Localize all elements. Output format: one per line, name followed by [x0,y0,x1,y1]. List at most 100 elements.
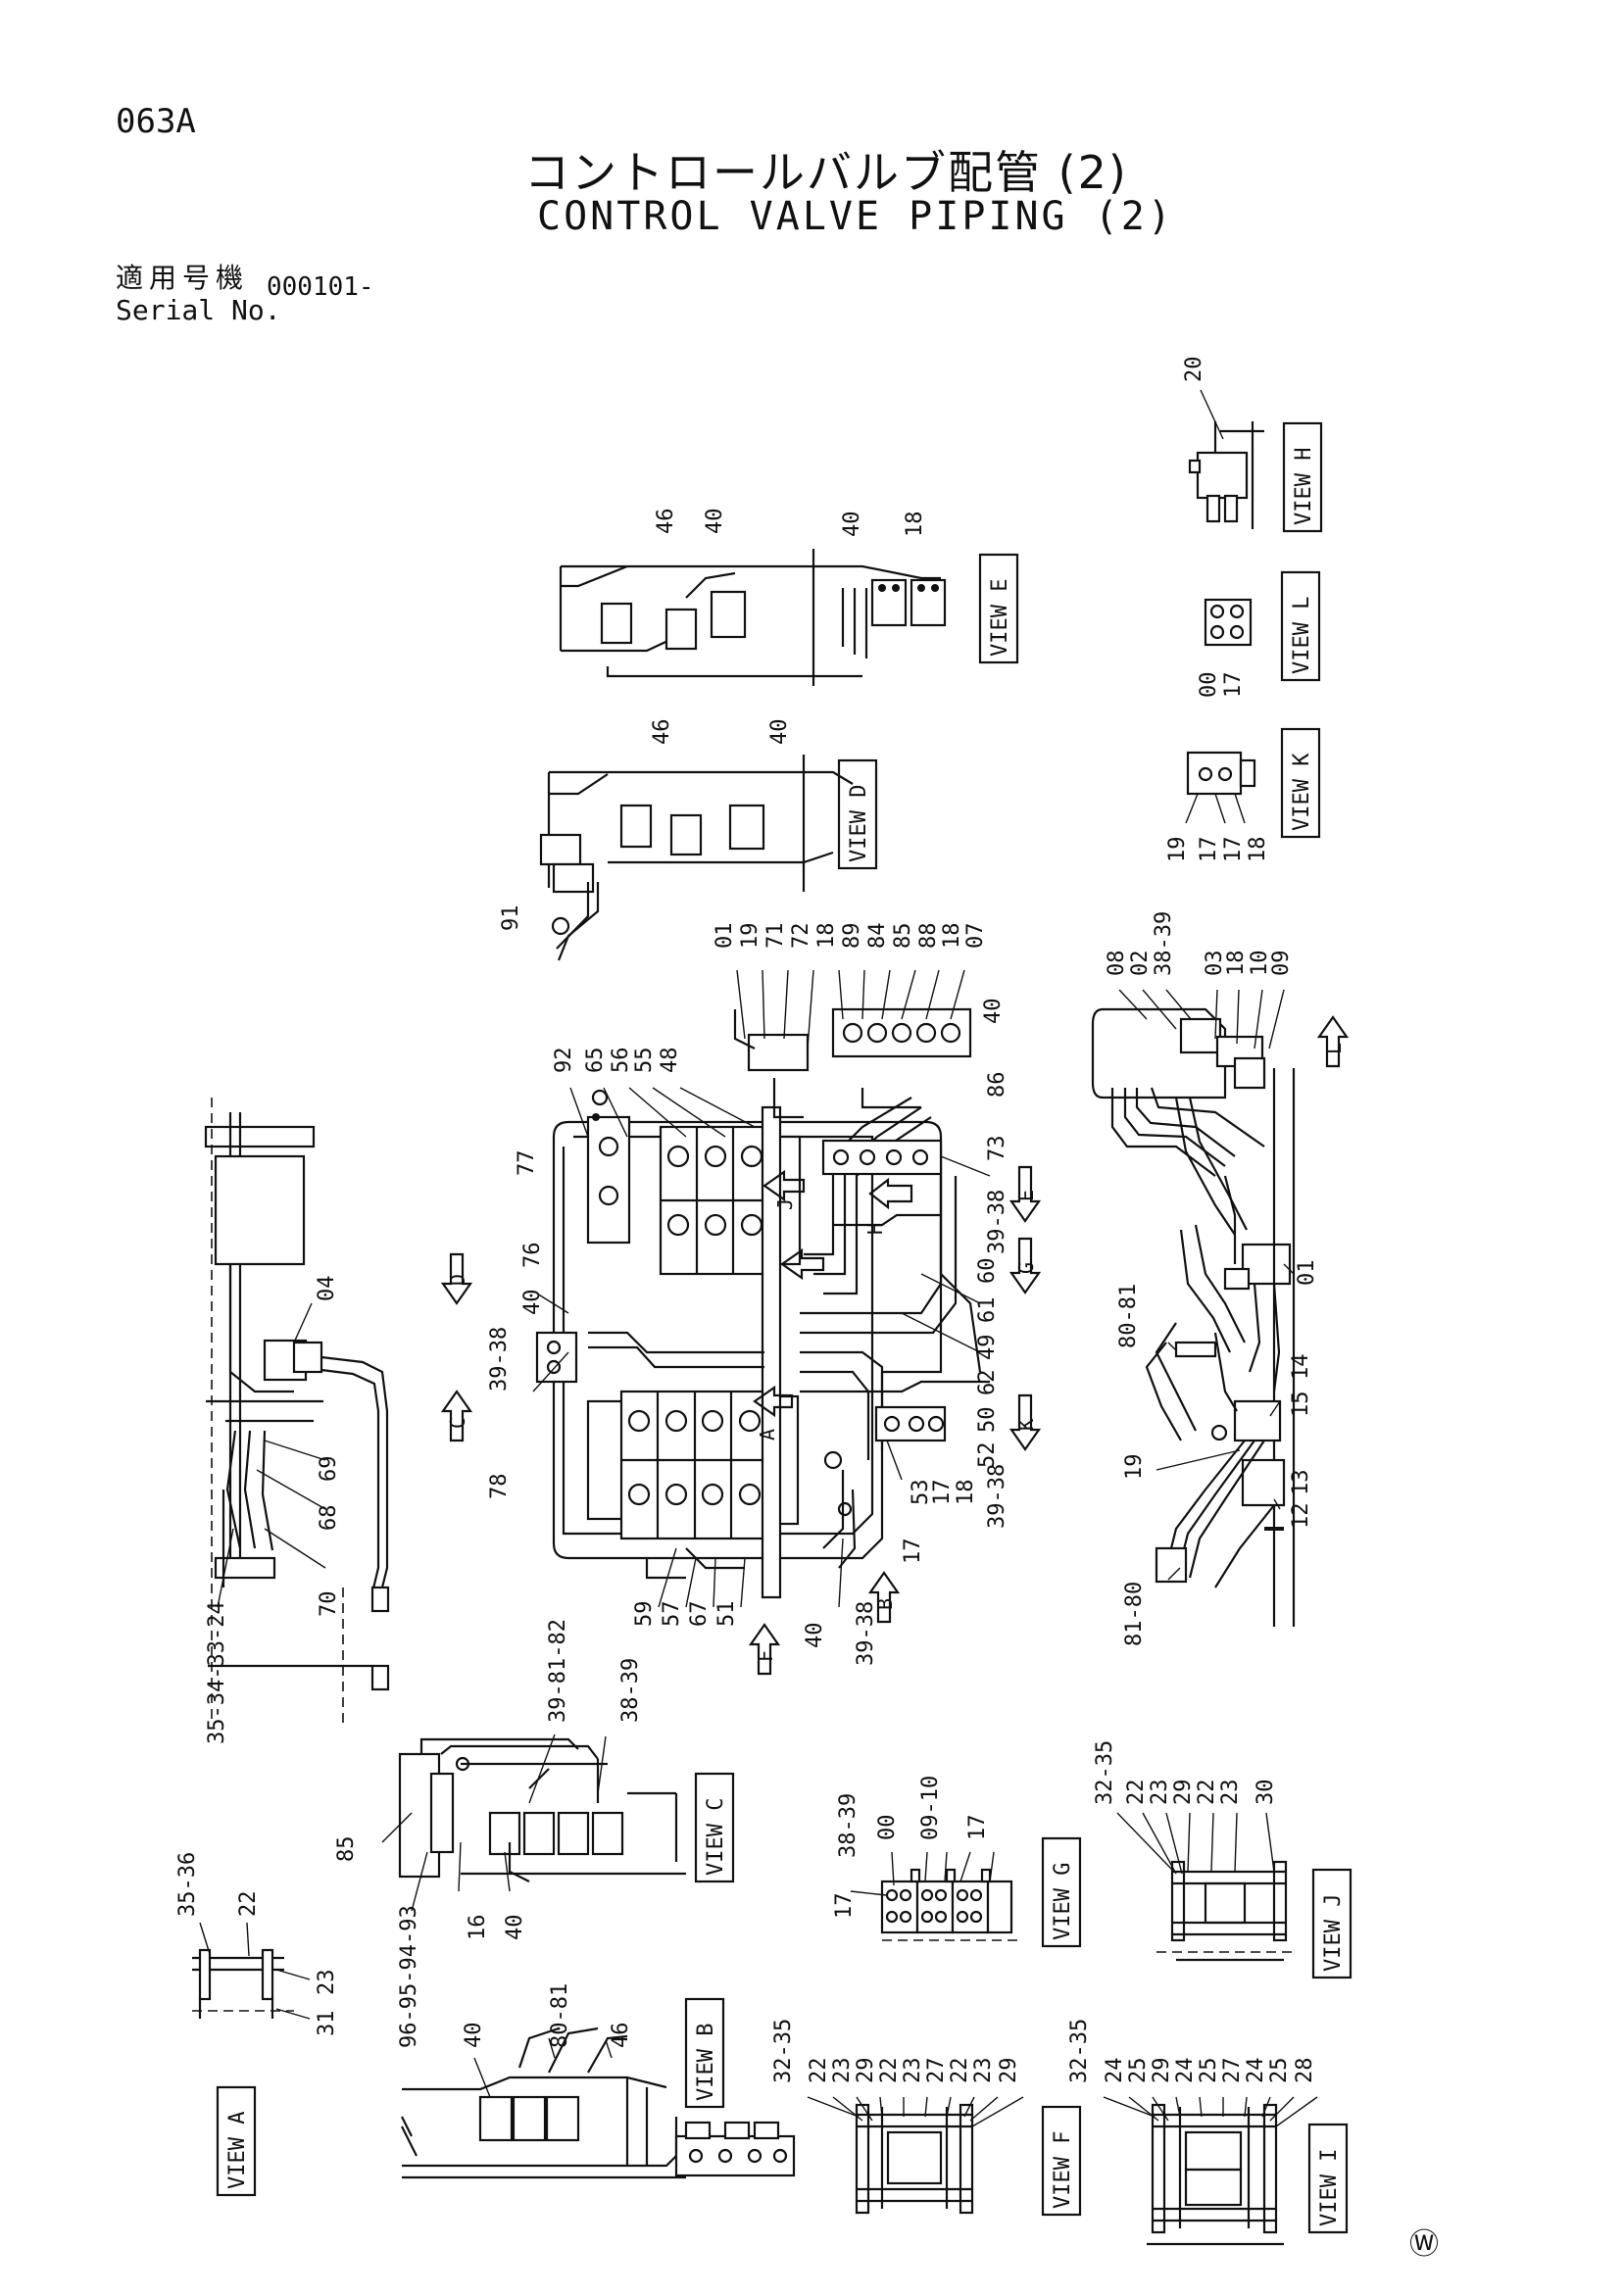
callout-18: 18 [1224,951,1249,977]
callout-40: 40 [462,2023,486,2049]
callout-29: 29 [854,2058,878,2084]
view-j-drawing [1156,1860,1294,1962]
view-a-label-box: VIEW A [216,2085,257,2197]
callout-18: 18 [940,923,964,950]
callout-69: 69 [317,1456,341,1483]
callout-17: 17 [930,1480,955,1506]
callout-40: 40 [803,1623,827,1649]
view-c-drawing [398,1737,686,1882]
serial-label-japanese: 適用号機 [116,262,250,294]
callout-18: 18 [1246,837,1270,863]
arrow-f: F [748,1623,781,1676]
callout-18: 18 [954,1480,978,1506]
callout-38-39: 38-39 [836,1793,861,1858]
callout-19: 19 [1122,1454,1147,1481]
callout-61: 61 [975,1297,1000,1324]
callout-84: 84 [865,923,890,950]
callout-91: 91 [499,905,523,932]
callout-32-35: 32-35 [1093,1740,1117,1805]
view-f-label-box: VIEW F [1041,2105,1082,2217]
callout-49: 49 [975,1335,1000,1361]
callout-32-35: 32-35 [1067,2019,1092,2083]
left-leader-lines [217,1302,326,1608]
svg-text:B: B [873,1598,897,1610]
page-code: 063A [116,102,196,141]
view-k-drawing [1185,751,1256,824]
callout-22: 22 [1124,1780,1149,1806]
callout-40: 40 [981,999,1006,1025]
callout-24: 24 [1173,2058,1198,2084]
callout-85: 85 [334,1836,359,1863]
view-e-label: VIEW E [988,579,1012,657]
view-l-label: VIEW L [1290,597,1314,674]
arrow-b: B [867,1571,901,1624]
callout-67: 67 [687,1601,712,1628]
callout-04: 04 [315,1276,339,1302]
callout-81-80: 81-80 [1122,1582,1147,1646]
view-a-label: VIEW A [225,2112,250,2189]
arrow-k: K [1008,1393,1042,1451]
callout-55: 55 [632,1048,657,1074]
view-i-label-box: VIEW I [1307,2123,1349,2234]
callout-71: 71 [763,923,788,950]
callout-23: 23 [830,2058,855,2084]
callout-40: 40 [520,1290,545,1316]
callout-20: 20 [1182,357,1206,383]
callout-78: 78 [487,1474,512,1500]
callout-22: 22 [236,1891,261,1918]
view-g-drawing [880,1868,1019,1941]
callout-39-81-82: 39-81-82 [546,1619,570,1723]
main-assembly-drawing [535,1007,990,1599]
svg-text:A: A [756,1429,779,1441]
callout-17: 17 [1221,672,1246,699]
callout-40: 40 [767,719,792,746]
view-c-label: VIEW C [704,1798,728,1876]
callout-23: 23 [315,1970,339,1996]
callout-25: 25 [1197,2058,1221,2084]
callout-40: 40 [703,509,727,535]
callout-89: 89 [840,923,864,950]
svg-text:D: D [446,1274,469,1286]
callout-57: 57 [660,1601,684,1628]
callout-60: 60 [975,1258,1000,1285]
callout-38-39: 38-39 [1152,911,1176,976]
callout-18: 18 [814,923,839,950]
callout-27: 27 [924,2058,949,2084]
view-k-label: VIEW K [1290,753,1314,831]
callout-65: 65 [583,1048,608,1074]
view-a-leader-lines [199,1922,311,2020]
callout-50: 50 [975,1407,1000,1434]
view-h-label: VIEW H [1292,448,1316,525]
callout-17: 17 [965,1815,990,1841]
callout-88: 88 [916,923,941,950]
arrow-g: G [1008,1237,1042,1295]
callout-39-38: 39-38 [985,1190,1009,1254]
view-f-leader-lines [807,2096,1024,2127]
callout-76: 76 [520,1243,545,1269]
callout-00: 00 [875,1815,900,1841]
callout-23: 23 [1148,1780,1172,1806]
callout-03: 03 [1203,951,1227,977]
callout-08: 08 [1105,951,1129,977]
callout-00: 00 [1197,672,1221,699]
callout-22: 22 [948,2058,972,2084]
callout-86: 86 [985,1072,1009,1099]
callout-46: 46 [654,509,678,535]
callout-32-35: 32-35 [771,2019,796,2083]
callout-22: 22 [1195,1780,1219,1806]
right-leader-lines [1118,989,1295,1581]
serial-number-value: 000101- [267,272,374,302]
callout-09: 09 [1269,951,1294,977]
callout-35-34-33-24: 35-34-33-24 [205,1601,229,1744]
callout-59: 59 [632,1601,657,1628]
callout-29: 29 [997,2058,1021,2084]
callout-62: 62 [975,1370,1000,1396]
view-i-label: VIEW I [1317,2149,1342,2226]
callout-40: 40 [503,1915,527,1941]
view-h-drawing [1188,389,1264,529]
callout-38-39: 38-39 [618,1658,643,1723]
view-d-label: VIEW D [847,785,871,862]
view-j-label: VIEW J [1321,1894,1346,1972]
view-d-drawing [539,755,854,961]
callout-18: 18 [903,512,927,538]
